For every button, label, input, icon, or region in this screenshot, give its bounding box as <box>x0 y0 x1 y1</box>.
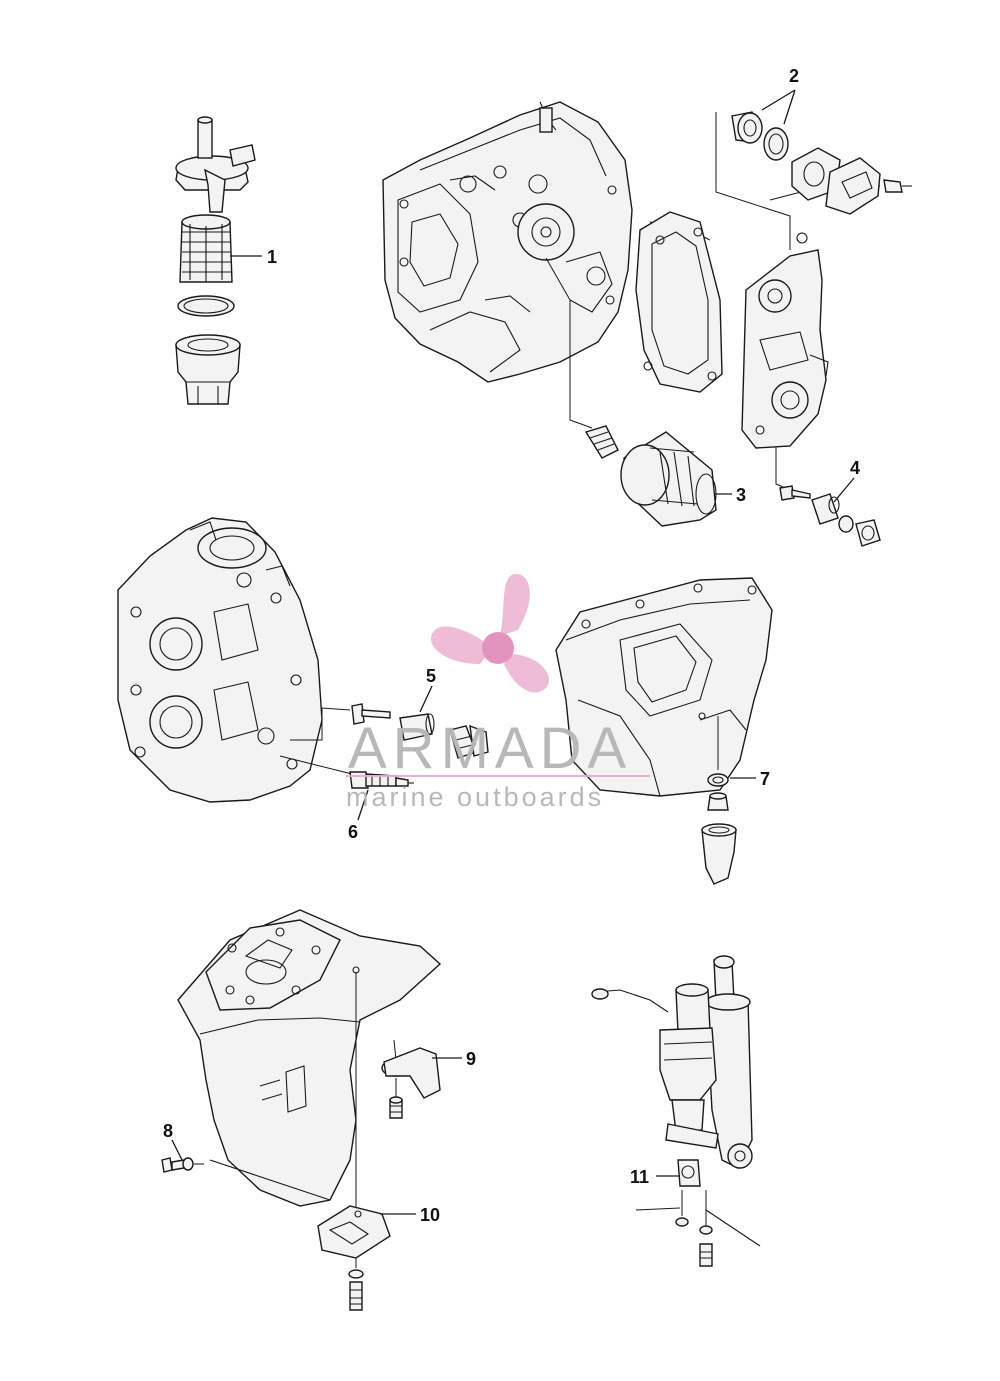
propeller-logo-icon <box>431 573 549 693</box>
bolt-and-spacer <box>779 485 881 547</box>
callout-9: 9 <box>466 1049 476 1069</box>
anode-upper <box>381 1039 441 1119</box>
cylinder-block <box>382 101 633 383</box>
oil-filter <box>584 425 717 527</box>
drain-plug-parts <box>701 773 737 885</box>
watermark-brand: ARMADA <box>348 716 632 781</box>
temp-sensor-parts <box>279 703 489 775</box>
callout-10: 10 <box>420 1205 440 1225</box>
fuel-filter-assembly <box>175 116 256 405</box>
anode-lower <box>317 1205 391 1311</box>
callout-8: 8 <box>163 1121 173 1141</box>
callout-leaders <box>171 89 855 1215</box>
oil-pan <box>555 577 773 797</box>
anode-bolt-left <box>161 1157 204 1173</box>
gasket <box>635 211 723 393</box>
tilt-cylinder <box>591 955 761 1267</box>
watermark-tagline: marine outboards <box>346 782 604 812</box>
callout-3: 3 <box>736 485 746 505</box>
callout-1: 1 <box>267 247 277 267</box>
cylinder-head <box>117 517 323 803</box>
exhaust-cover <box>741 232 829 449</box>
callout-6: 6 <box>348 822 358 842</box>
callout-7: 7 <box>760 769 770 789</box>
lower-casing <box>177 909 442 1212</box>
armada-watermark: ARMADA marine outboards <box>346 573 650 812</box>
callout-2: 2 <box>789 66 799 86</box>
callout-11: 11 <box>630 1167 649 1187</box>
callout-4: 4 <box>850 458 860 478</box>
thermostat-parts <box>731 111 912 215</box>
callout-labels: 1 2 3 4 5 6 7 8 9 10 11 <box>163 66 860 1225</box>
callout-5: 5 <box>426 666 436 686</box>
